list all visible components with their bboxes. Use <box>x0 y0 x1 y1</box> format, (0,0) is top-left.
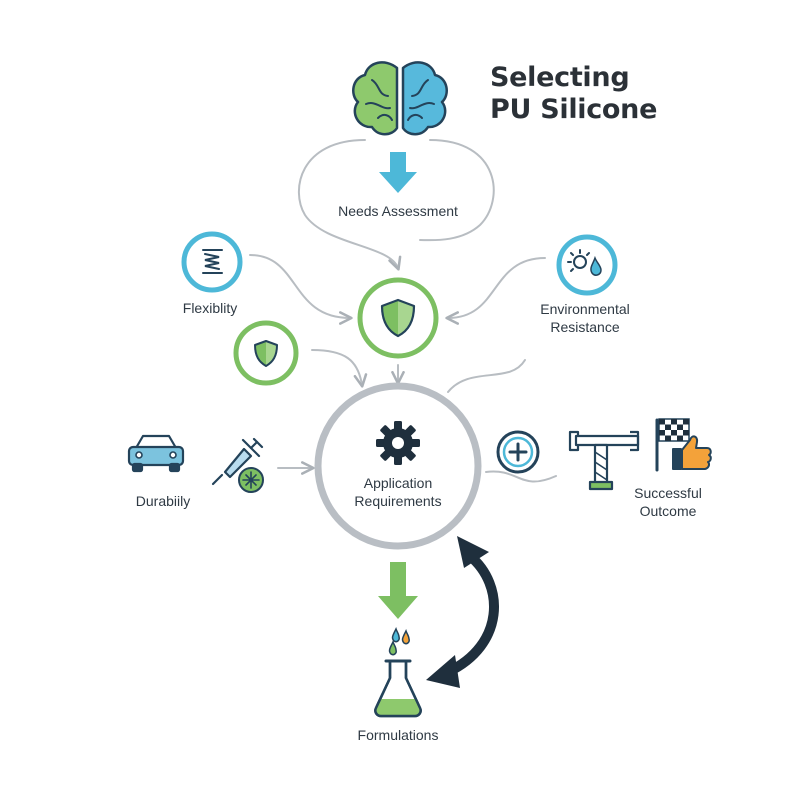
title-line-2: PU Silicone <box>490 94 658 125</box>
droplets-icon <box>388 627 410 656</box>
spring-icon <box>202 249 223 274</box>
green-down-arrow <box>378 562 418 619</box>
application-requirements-label: Application Requirements <box>328 474 468 510</box>
formulations-label: Formulations <box>357 727 439 743</box>
sun-rain-icon <box>567 249 602 276</box>
brain-icon <box>352 61 448 136</box>
environmental-label-line-2: Resistance <box>550 319 620 335</box>
connector-needs-loop-left <box>297 139 402 271</box>
durability-label: Durabiily <box>135 493 191 509</box>
connector-squiggle-right <box>485 470 557 483</box>
diagram-title: Selecting PU Silicone <box>490 62 657 126</box>
environmental-node <box>556 234 618 296</box>
gear-icon <box>376 421 420 465</box>
flask-icon <box>374 659 422 718</box>
application-label-line-1: Application <box>363 475 433 491</box>
connector-needs-loop-right <box>419 139 495 242</box>
successful-outcome-line-1: Successful <box>634 485 702 501</box>
application-requirements-ring <box>314 382 482 550</box>
thumbs-up-icon <box>672 435 712 470</box>
shield-icon <box>254 340 278 367</box>
feedback-curved-arrow <box>426 536 499 688</box>
syringe-icon <box>211 437 264 486</box>
environmental-label-line-1: Environmental <box>540 301 630 317</box>
flexibility-label: Flexiblity <box>182 300 238 316</box>
protection-node <box>357 277 439 359</box>
needs-assessment-label: Needs Assessment <box>338 203 458 219</box>
application-label-line-2: Requirements <box>354 493 442 509</box>
environmental-resistance-label: Environmental Resistance <box>520 300 650 336</box>
blue-down-arrow <box>379 152 417 193</box>
checkered-flag-icon <box>655 418 690 472</box>
successful-outcome-line-2: Outcome <box>639 503 697 519</box>
plus-node <box>496 430 540 474</box>
connector-environmental <box>445 257 546 325</box>
shield-icon <box>380 298 416 338</box>
connector-squiggle-top <box>447 359 526 393</box>
connector-small-shield <box>311 349 368 388</box>
small-protection-node <box>233 320 299 386</box>
flexibility-node <box>181 231 243 293</box>
connectors <box>249 139 557 483</box>
car-icon <box>127 434 185 473</box>
virus-icon <box>238 467 264 493</box>
successful-outcome-label: Successful Outcome <box>613 484 723 520</box>
crane-icon <box>568 430 640 491</box>
plus-icon <box>508 442 528 462</box>
connector-flexibility <box>249 254 353 325</box>
title-line-1: Selecting <box>490 62 630 93</box>
